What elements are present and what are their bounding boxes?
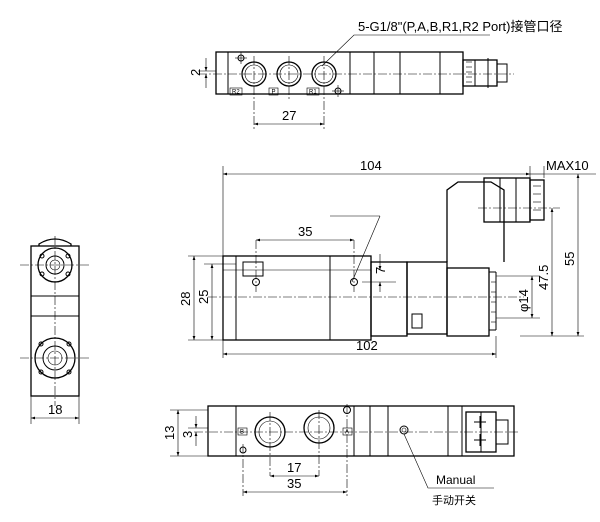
end-view: 18: [20, 236, 90, 424]
dim-port-spacing: 17: [270, 460, 319, 478]
top-view-body: [215, 51, 508, 95]
dim-top-offset: 2: [188, 58, 216, 88]
connector-plug: [446, 177, 545, 262]
svg-text:2: 2: [188, 69, 203, 76]
front-view: 104 MAX10 35 7 28: [178, 158, 596, 358]
manual-override-icon: [474, 416, 486, 446]
svg-text:7: 7: [373, 267, 388, 274]
top-view: 5-G1/8"(P,A,B,R1,R2 Port)接管口径: [188, 19, 563, 130]
svg-text:28: 28: [178, 292, 193, 306]
port-label-a: A: [345, 430, 349, 436]
svg-text:35: 35: [298, 224, 312, 239]
bottom-view-body: [207, 405, 515, 457]
svg-text:102: 102: [356, 338, 378, 353]
valve-body: [222, 255, 372, 341]
port-callout-leader: [321, 34, 490, 67]
svg-text:55: 55: [562, 252, 577, 266]
solenoid-body: [370, 261, 497, 337]
svg-text:φ14: φ14: [516, 289, 531, 312]
svg-text:35: 35: [287, 476, 301, 491]
port-label-b: B: [240, 430, 244, 436]
bottom-view: B A 13: [162, 404, 520, 507]
bottom-port-a: A: [303, 412, 353, 444]
svg-text:MAX10: MAX10: [546, 158, 589, 173]
dim-max10: MAX10: [530, 158, 596, 175]
dim-coil-diameter: φ14: [496, 275, 540, 319]
svg-text:27: 27: [282, 108, 296, 123]
front-mount-holes: [252, 278, 358, 286]
dim-overall-height: 47.5 55: [520, 174, 584, 337]
svg-text:25: 25: [196, 290, 211, 304]
dim-bottom-heights: 13 3: [162, 409, 208, 457]
manual-label: Manual: [436, 473, 475, 487]
top-view-port-r1: R1: [306, 61, 337, 96]
port-callout-label: 5-G1/8"(P,A,B,R1,R2 Port)接管口径: [358, 19, 563, 34]
top-view-port-r2: R2: [229, 61, 267, 96]
svg-text:104: 104: [360, 158, 382, 173]
svg-text:18: 18: [48, 402, 62, 417]
top-view-port-p: P: [268, 61, 302, 96]
svg-text:47.5: 47.5: [536, 265, 551, 290]
dim-body-length: 102: [223, 336, 497, 358]
svg-text:13: 13: [162, 426, 177, 440]
dim-hole-offset: 7: [362, 254, 396, 292]
dim-end-width: 18: [30, 396, 80, 424]
dim-bottom-hole-spacing: 35: [243, 476, 347, 494]
top-view-mount-holes: [235, 52, 344, 97]
dim-body-height: 28 25: [178, 255, 236, 341]
port-label-p: P: [272, 90, 276, 96]
port-label-r1: R1: [309, 90, 317, 96]
dim-port-pitch: 27: [254, 108, 324, 126]
svg-text:3: 3: [180, 431, 195, 438]
svg-text:17: 17: [287, 460, 301, 475]
dim-total-length: 104: [223, 158, 530, 176]
port-label-r2: R2: [232, 90, 240, 96]
dim-hole-spacing: 35: [256, 215, 381, 283]
manual-label-cn: 手动开关: [432, 493, 476, 507]
manual-callout: Manual 手动开关: [403, 433, 494, 507]
